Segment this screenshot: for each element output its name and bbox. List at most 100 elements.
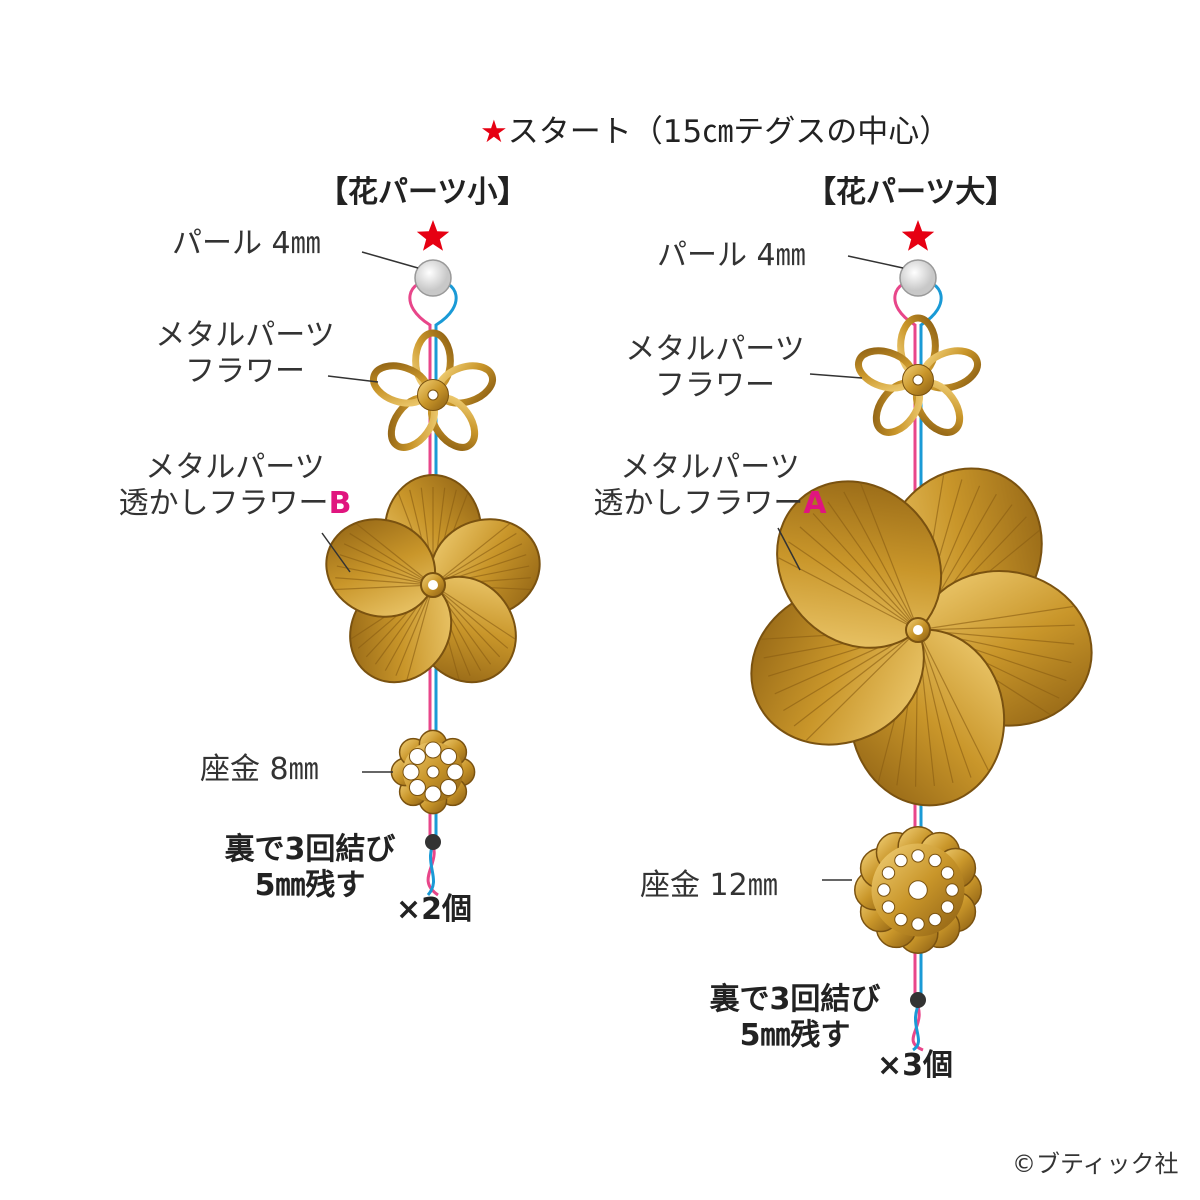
small-count: ×2個 [396, 892, 473, 927]
washer [854, 826, 982, 954]
label-line: 透かしフラワー [118, 486, 329, 521]
petal-vein [812, 513, 919, 631]
washer-hole [911, 849, 925, 863]
knot-dot [425, 834, 441, 850]
variant-letter: A [803, 486, 827, 521]
petal-vein [432, 584, 516, 640]
variant-letter: B [328, 486, 352, 521]
large-flower-label: メタルパーツフラワー [610, 332, 820, 404]
petal-vein [778, 557, 919, 631]
washer-hole [446, 763, 464, 781]
openwork-flower [325, 474, 541, 684]
petal-vein [432, 532, 517, 586]
leader-line [777, 527, 801, 571]
star-icon [416, 220, 450, 251]
washer-hole [928, 853, 942, 868]
washer-hole [440, 747, 458, 765]
large-openwork-label: メタルパーツ透かしフラワーA [575, 450, 845, 522]
pearl [414, 259, 452, 297]
washer-hole [877, 883, 891, 897]
petal-vein [335, 577, 434, 586]
openwork-flower [750, 467, 1093, 807]
flower-hole [428, 580, 438, 590]
knot-dot [910, 992, 926, 1008]
washer-hole [424, 785, 442, 803]
label-line: フラワー [185, 354, 305, 389]
petal-vein [827, 501, 919, 631]
petal-vein [349, 532, 434, 586]
petal-vein [917, 624, 1075, 631]
washer-hole [928, 912, 942, 927]
leader-line [361, 251, 419, 269]
label-line: フラワー [655, 368, 775, 403]
small-washer-label: 座金 8㎜ [200, 752, 319, 787]
washer-center-hole [426, 765, 440, 779]
copyright: ©ブティック社 [1012, 1150, 1179, 1178]
small-pearl-label: パール 4㎜ [172, 226, 321, 261]
star-icon [901, 220, 935, 251]
leader-line [809, 373, 863, 379]
large-washer-label: 座金 12㎜ [640, 868, 778, 903]
small-openwork-label: メタルパーツ透かしフラワーB [100, 450, 370, 522]
washer-hole [424, 741, 442, 759]
start-title-text: スタート（15㎝テグスの中心） [507, 114, 951, 150]
label-line: 裏で3回結び [709, 982, 881, 1017]
large-header: 【花パーツ大】 [806, 175, 1016, 210]
washer-hole [940, 866, 955, 880]
petal-vein [793, 629, 919, 727]
leader-line [847, 255, 904, 269]
washer-center-hole [908, 880, 928, 900]
washer-hole [911, 917, 925, 931]
petal-vein [339, 554, 434, 586]
petal-vein [917, 605, 1074, 631]
petal-vein [432, 523, 510, 586]
leader-line [321, 532, 351, 573]
petal-vein [805, 629, 919, 741]
petal-vein [395, 584, 434, 676]
washer-hole [402, 763, 420, 781]
washer-hole [408, 779, 426, 797]
metal-flower [369, 329, 497, 451]
label-line: メタルパーツ [620, 450, 800, 485]
petal-vein [335, 584, 434, 591]
label-line: 5㎜残す [739, 1018, 851, 1053]
petal-vein [432, 584, 509, 649]
washer [390, 729, 476, 815]
label-line: 透かしフラワー [593, 486, 804, 521]
small-header: 【花パーツ小】 [318, 175, 528, 210]
label-line: 裏で3回結び [224, 832, 396, 867]
blue-thread [426, 278, 458, 896]
metal-flower [854, 314, 982, 436]
washer-hole [945, 883, 959, 897]
washer-hole [881, 900, 896, 914]
washer-hole [894, 912, 908, 927]
label-line: メタルパーツ [625, 332, 805, 367]
washer-hole [440, 779, 458, 797]
washer-hole [881, 866, 896, 880]
flower-hole [427, 389, 439, 401]
washer-hole [408, 747, 426, 765]
blue-thread [912, 278, 943, 1052]
petal-vein [843, 491, 919, 631]
petal-vein [917, 629, 972, 778]
petal-vein [799, 526, 919, 631]
petal-vein [336, 565, 434, 586]
pearl [899, 259, 937, 297]
label-line: メタルパーツ [145, 450, 325, 485]
petal-vein [917, 629, 989, 771]
flower-hole [912, 374, 924, 386]
start-title: ★スタート（15㎝テグスの中心） [480, 114, 950, 151]
flower-hole [913, 625, 923, 635]
petal-vein [860, 483, 919, 631]
washer-hole [940, 900, 955, 914]
petal-vein [356, 523, 434, 586]
small-flower-label: メタルパーツフラワー [140, 318, 350, 390]
petal-vein [406, 584, 434, 680]
large-count: ×3個 [877, 1048, 954, 1083]
label-line: メタルパーツ [155, 318, 335, 353]
petal-vein [343, 543, 434, 586]
